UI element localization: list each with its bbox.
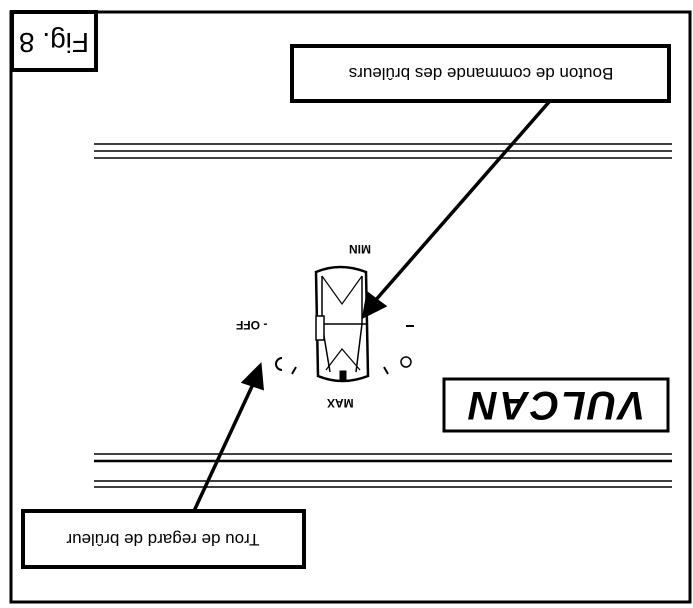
callout-knob-label: Bouton de commande des brûleurs <box>348 64 614 83</box>
panel-trim-top <box>94 143 672 159</box>
figure-diagram: Fig. 8 Bouton de commande des brûleurs T… <box>4 4 692 604</box>
callout-peephole-label: Trou de regard de brûleur <box>66 530 260 549</box>
brand-logo: VULCAN <box>466 383 646 427</box>
arrow-to-knob <box>361 100 551 320</box>
dial-max-label: MAX <box>327 396 354 410</box>
brand-logo-box <box>442 377 670 433</box>
arrow-to-peephole <box>192 362 264 512</box>
peephole-icon <box>275 357 283 371</box>
figure-label: Fig. 8 <box>18 27 90 58</box>
dial-min-label: MIN <box>349 242 371 256</box>
callout-peephole-box <box>21 509 306 569</box>
fig-label-box <box>10 10 98 72</box>
diagram-canvas <box>9 10 692 604</box>
dial-off-label: - OFF <box>236 318 268 332</box>
outer-border <box>9 10 692 604</box>
dial-mark-o <box>400 356 412 368</box>
callout-knob-box <box>290 44 671 103</box>
panel-trim-bottom <box>94 453 672 488</box>
dial-ticks <box>291 325 414 375</box>
burner-knob <box>314 265 370 383</box>
